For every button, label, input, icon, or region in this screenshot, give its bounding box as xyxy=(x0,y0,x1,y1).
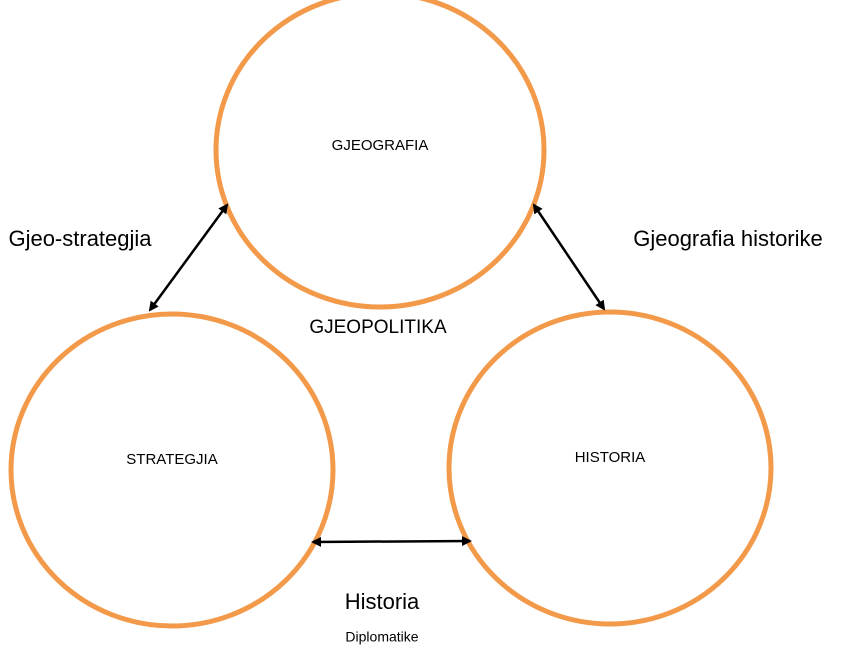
arrow-strategjia-gjeografia xyxy=(148,203,229,312)
edge-label-gjeo-strategjia: Gjeo-strategjia xyxy=(8,226,152,251)
arrow-strategjia-historia xyxy=(311,536,472,547)
center-label-gjeopolitika: GJEOPOLITIKA xyxy=(309,317,447,338)
circle-gjeografia xyxy=(213,0,547,310)
circle-strategjia xyxy=(8,311,336,629)
edge-label-historia: Historia xyxy=(345,589,420,614)
node-label-gjeografia: GJEOGRAFIA xyxy=(332,137,429,154)
node-label-historia: HISTORIA xyxy=(575,449,646,466)
edge-label-gjeografia-historike: Gjeografia historike xyxy=(633,226,823,251)
edge-sublabel-diplomatike: Diplomatike xyxy=(345,629,418,645)
circle-historia xyxy=(446,309,774,627)
node-label-strategjia: STRATEGJIA xyxy=(126,451,217,468)
arrow-gjeografia-historia xyxy=(532,203,606,311)
